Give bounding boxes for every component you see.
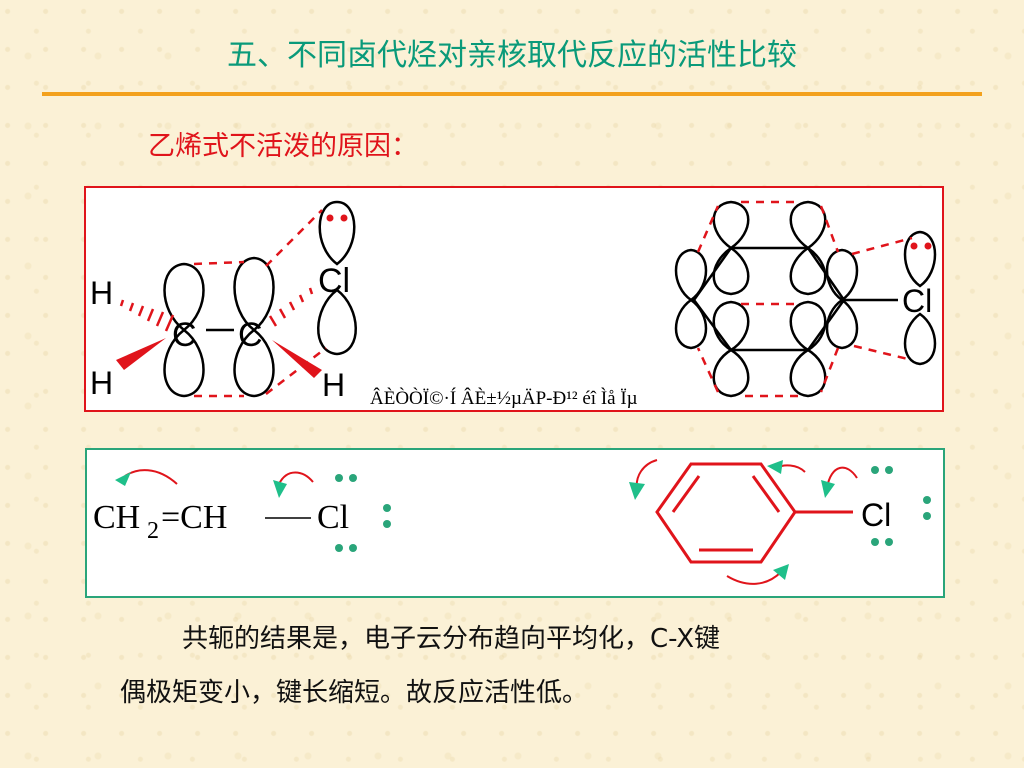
orbital-diagram-svg: C C Cl H H H ÂÈÒÒÏ©·Í ÂÈ±½µÄP-Ð¹² éî Ìå … [90, 200, 937, 409]
atom-label-h-top: H [90, 275, 113, 311]
vinyl-cl-lone-pair-dot [340, 214, 348, 222]
vinyl-curved-arrows [124, 469, 314, 485]
conclusion-line-2: 偶极矩变小，键长缩短。故反应活性低。 [120, 678, 589, 708]
p-orbital-cl-bottom [317, 288, 357, 356]
resonance-svg: CH 2 =CH Cl Cl [93, 459, 931, 585]
solid-wedge-left [116, 338, 166, 370]
benzene-cl-lone-pairs [871, 466, 931, 546]
vinyl-chloride-diagram [163, 200, 357, 398]
conclusion-line-1: 共轭的结果是，电子云分布趋向平均化，C-X键 [182, 624, 721, 654]
atom-label-cl: Cl [318, 262, 350, 300]
hashed-wedge-right [268, 287, 314, 327]
arrow-head-icon [767, 460, 783, 474]
atom-label-h-bottom: H [90, 365, 113, 401]
arrow-head-icon [821, 480, 835, 498]
resonance-panel: CH 2 =CH Cl Cl [85, 448, 945, 598]
p-orbital-c1-top [163, 262, 205, 332]
chlorobenzene-diagram [674, 200, 937, 398]
p-orbital-cl-top [318, 200, 356, 266]
atom-label-h-right: H [322, 367, 345, 403]
arrow-head-icon [629, 482, 645, 500]
conclusion-text: 共轭的结果是，电子云分布趋向平均化，C-X键 偶极矩变小，键长缩短。故反应活性低… [120, 612, 910, 720]
solid-wedge-right [272, 340, 322, 378]
atom-label-c1: C [172, 316, 197, 354]
atom-label-c2: C [238, 316, 263, 354]
p-orbital-c1-bottom [163, 328, 205, 398]
benzene-formula-cl: Cl [861, 497, 891, 533]
p-orbital-c2-bottom [233, 328, 275, 398]
arrow-head-icon [773, 564, 789, 580]
benzene-cl-lone-pair-dot [924, 242, 932, 250]
garbled-caption: ÂÈÒÒÏ©·Í ÂÈ±½µÄP-Ð¹² éî Ìå Ïµ [370, 387, 638, 409]
benzene-overlap-lines [696, 200, 913, 398]
orbital-diagram-panel: C C Cl H H H ÂÈÒÒÏ©·Í ÂÈ±½µÄP-Ð¹² éî Ìå … [84, 186, 944, 412]
benzene-curved-arrows [635, 459, 858, 585]
formula-cl: Cl [317, 499, 349, 536]
title-divider [42, 92, 982, 96]
arrow-head-icon [115, 472, 131, 486]
p-orbital-c2-top [233, 256, 275, 332]
benzene-ring [655, 462, 797, 564]
vinyl-cl-lone-pair-dot [326, 214, 334, 222]
section-subtitle: 乙烯式不活泼的原因： [148, 131, 418, 162]
arrow-head-icon [273, 480, 287, 498]
benzene-cl-lone-pair-dot [910, 242, 918, 250]
formula-subscript-2: 2 [147, 518, 159, 544]
hashed-wedge-left [119, 299, 175, 332]
vinyl-cl-lone-pairs [335, 474, 391, 552]
formula-ch: CH [93, 499, 140, 536]
vinyl-overlap-lines [193, 209, 327, 398]
formula-eq-ch: =CH [161, 499, 227, 536]
benzene-atom-label-cl: Cl [902, 283, 932, 319]
slide-title: 五、不同卤代烃对亲核取代反应的活性比较 [227, 38, 797, 73]
vinyl-bonds [116, 287, 322, 378]
